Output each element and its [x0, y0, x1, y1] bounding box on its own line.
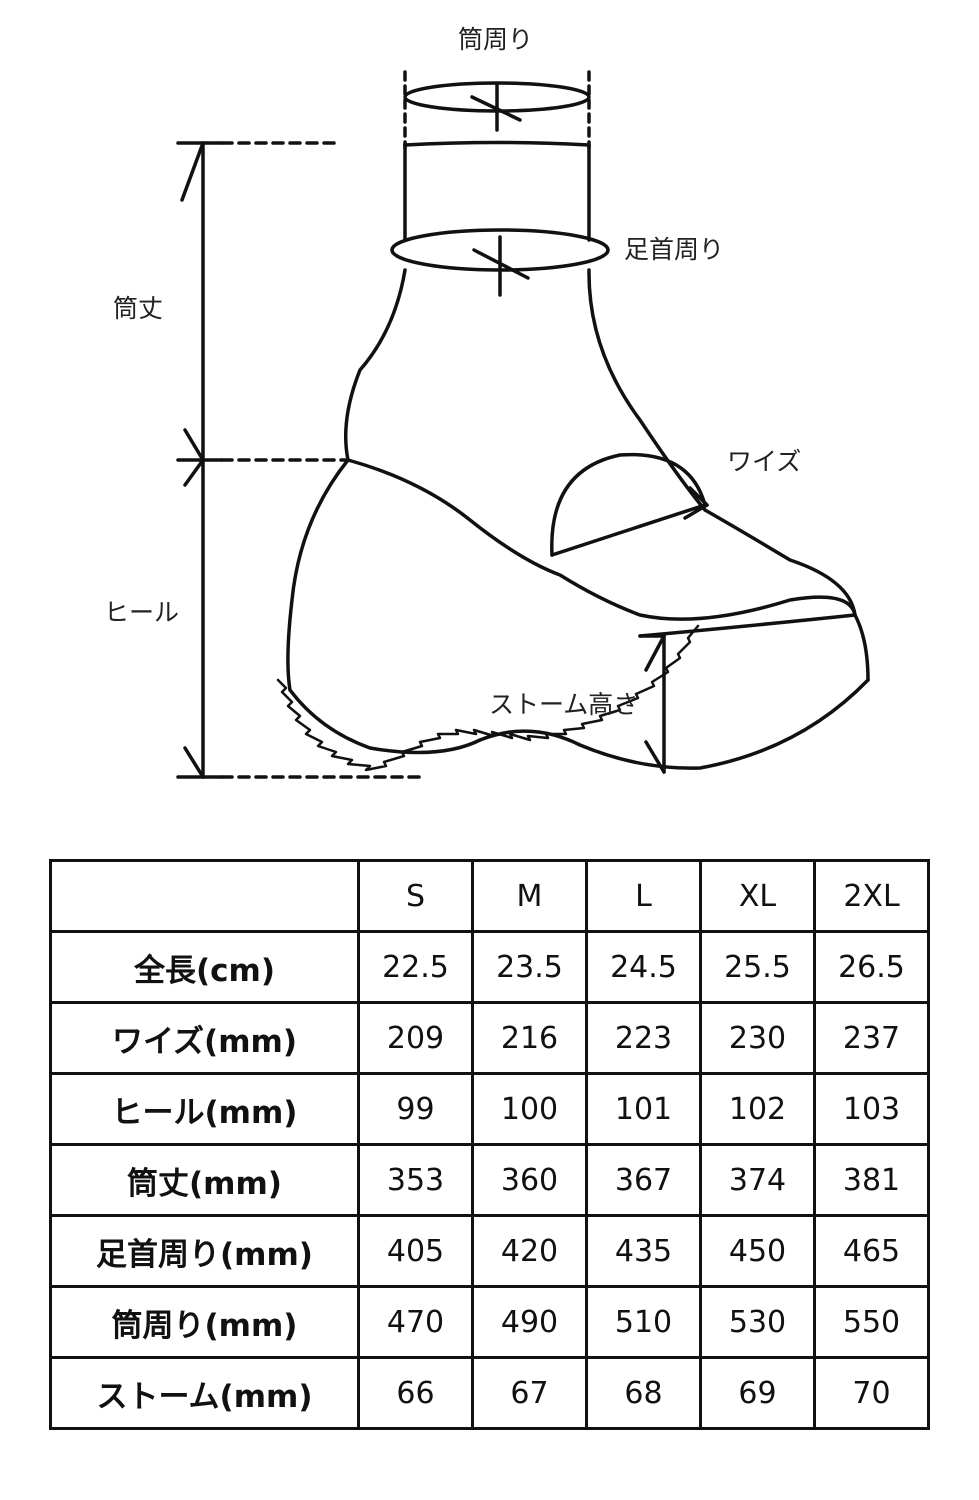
table-row: 足首周り(mm) 405 420 435 450 465: [49, 1214, 930, 1288]
table-row: 筒周り(mm) 470 490 510 530 550: [49, 1285, 930, 1359]
table-cell: 69: [699, 1356, 816, 1430]
table-cell: 209: [357, 1001, 474, 1075]
table-cell: 230: [699, 1001, 816, 1075]
table-cell: 374: [699, 1143, 816, 1217]
table-cell: 381: [813, 1143, 930, 1217]
table-cell: 24.5: [585, 930, 702, 1004]
column-header-xl: XL: [699, 859, 816, 933]
table-cell: 470: [357, 1285, 474, 1359]
row-label: 筒丈(mm): [49, 1143, 360, 1217]
table-cell: 550: [813, 1285, 930, 1359]
table-cell: 99: [357, 1072, 474, 1146]
table-header-row: S M L XL 2XL: [49, 859, 930, 933]
row-label: 足首周り(mm): [49, 1214, 360, 1288]
column-header-m: M: [471, 859, 588, 933]
table-cell: 510: [585, 1285, 702, 1359]
table-row: 全長(cm) 22.5 23.5 24.5 25.5 26.5: [49, 930, 930, 1004]
table-cell: 216: [471, 1001, 588, 1075]
table-cell: 23.5: [471, 930, 588, 1004]
table-cell: 100: [471, 1072, 588, 1146]
table-cell: 435: [585, 1214, 702, 1288]
size-chart-table: S M L XL 2XL 全長(cm) 22.5 23.5 24.5 25.5 …: [49, 859, 930, 1430]
table-cell: 66: [357, 1356, 474, 1430]
table-cell: 22.5: [357, 930, 474, 1004]
label-width: ワイズ: [727, 447, 802, 476]
table-cell: 223: [585, 1001, 702, 1075]
table-cell: 530: [699, 1285, 816, 1359]
column-header-s: S: [357, 859, 474, 933]
table-cell: 102: [699, 1072, 816, 1146]
table-cell: 367: [585, 1143, 702, 1217]
table-cell: 70: [813, 1356, 930, 1430]
table-cell: 490: [471, 1285, 588, 1359]
row-label: ヒール(mm): [49, 1072, 360, 1146]
table-cell: 68: [585, 1356, 702, 1430]
row-label: ストーム(mm): [49, 1356, 360, 1430]
table-cell: 237: [813, 1001, 930, 1075]
label-ankle-circumference: 足首周り: [624, 235, 725, 264]
row-label: ワイズ(mm): [49, 1001, 360, 1075]
table-cell: 67: [471, 1356, 588, 1430]
table-cell: 465: [813, 1214, 930, 1288]
table-cell: 103: [813, 1072, 930, 1146]
table-row: ヒール(mm) 99 100 101 102 103: [49, 1072, 930, 1146]
table-row: 筒丈(mm) 353 360 367 374 381: [49, 1143, 930, 1217]
boot-outline-drawing: [176, 70, 870, 779]
label-heel: ヒール: [104, 598, 180, 627]
table-cell: 360: [471, 1143, 588, 1217]
row-label: 全長(cm): [49, 930, 360, 1004]
table-row: ストーム(mm) 66 67 68 69 70: [49, 1356, 930, 1430]
table-cell: 101: [585, 1072, 702, 1146]
table-cell: 25.5: [699, 930, 816, 1004]
table-cell: 450: [699, 1214, 816, 1288]
column-header-2xl: 2XL: [813, 859, 930, 933]
label-top-circumference: 筒周り: [458, 25, 534, 54]
table-cell: 420: [471, 1214, 588, 1288]
row-label: 筒周り(mm): [49, 1285, 360, 1359]
table-cell: 405: [357, 1214, 474, 1288]
column-header-l: L: [585, 859, 702, 933]
table-cell: 353: [357, 1143, 474, 1217]
corner-cell: [49, 859, 360, 933]
boot-measurement-diagram: 筒周り 足首周り 筒丈 ワイズ ヒール ストーム高さ: [104, 25, 870, 779]
table-row: ワイズ(mm) 209 216 223 230 237: [49, 1001, 930, 1075]
table-cell: 26.5: [813, 930, 930, 1004]
label-shaft-height: 筒丈: [113, 294, 164, 323]
label-platform-height: ストーム高さ: [489, 690, 639, 719]
